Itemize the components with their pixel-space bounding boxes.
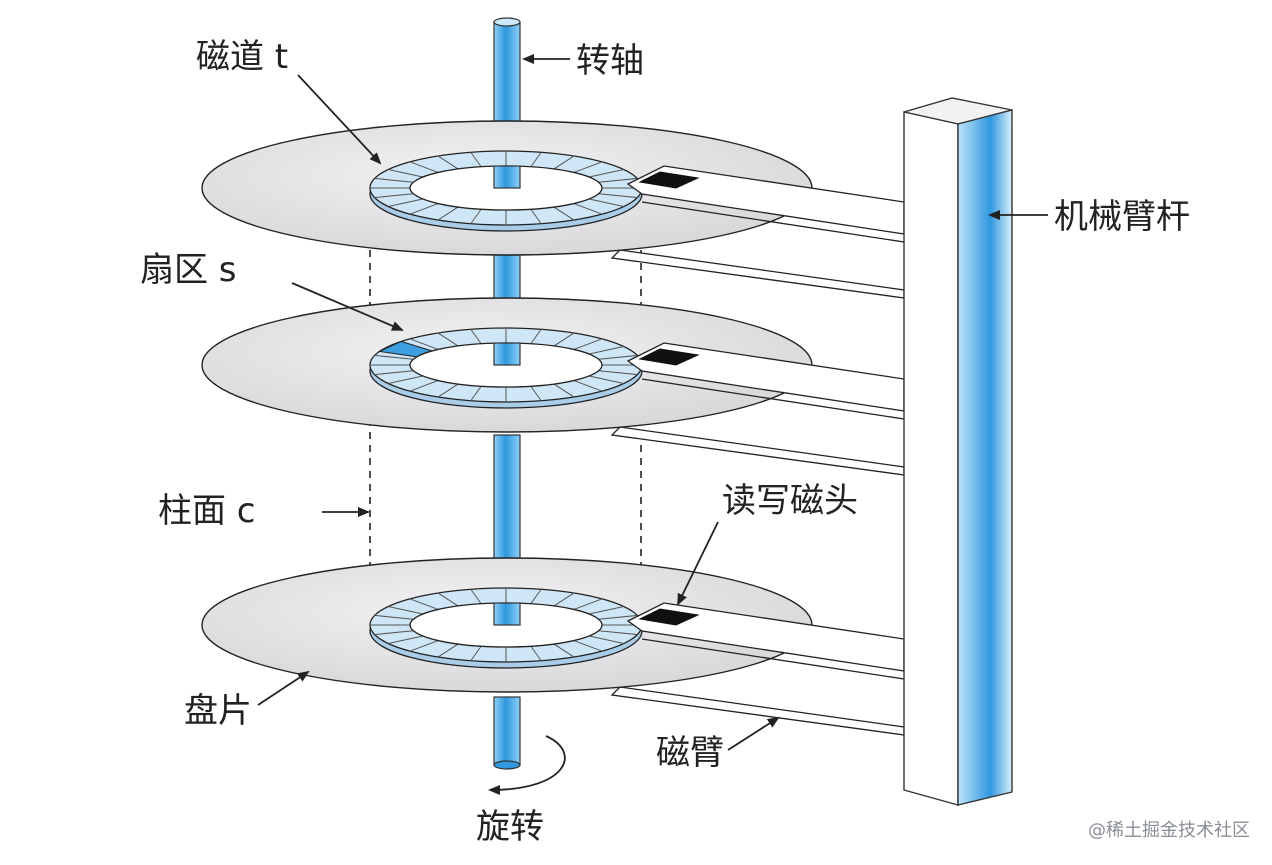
sector-divider [374, 630, 414, 636]
sector-divider [553, 643, 575, 658]
sector-divider [530, 151, 542, 168]
sector-divider [388, 169, 423, 178]
sector-divider [553, 155, 575, 170]
rw-head-label: 读写磁头 [722, 481, 858, 521]
sector-divider [553, 592, 575, 607]
sector-divider [409, 161, 439, 173]
rw-head [638, 348, 700, 366]
sector-divider [573, 380, 603, 392]
arm-assembly-label: 机械臂杆 [1054, 197, 1190, 237]
sector-divider [589, 198, 624, 207]
sector-divider [598, 193, 638, 199]
sector-divider [409, 380, 439, 392]
sector-divider [598, 370, 638, 376]
sector-divider [553, 332, 575, 347]
sector-divider [530, 328, 542, 345]
sector-divider [598, 614, 638, 620]
sector-divider [573, 203, 603, 215]
arm-edge [641, 638, 905, 680]
cylinder-outline [369, 185, 642, 625]
sector-divider [530, 208, 542, 225]
rw-head [638, 608, 700, 626]
track-label: 磁道 t [196, 37, 288, 77]
sector-divider [374, 177, 414, 183]
sector-divider [589, 635, 624, 644]
sector-divider [409, 598, 439, 610]
sector-divider [437, 332, 459, 347]
sector-divider [573, 598, 603, 610]
sector-divider [374, 354, 414, 360]
sector-divider [598, 630, 638, 636]
lower-arm [610, 249, 905, 299]
sector-divider [553, 206, 575, 221]
spindle-segment [493, 342, 521, 366]
sector-divider [470, 385, 482, 402]
sector-divider [589, 346, 624, 355]
rw-head [638, 171, 700, 189]
spindle-label: 转轴 [576, 41, 644, 81]
sector-divider [437, 383, 459, 398]
arm-edge [641, 378, 905, 420]
platter-group [201, 120, 905, 299]
sector-divider [388, 198, 423, 207]
sector-divider [573, 161, 603, 173]
sector-divider [573, 338, 603, 350]
sector-label: 扇区 s [140, 250, 237, 290]
platter-group [201, 297, 905, 476]
lower-arm [610, 686, 905, 736]
arm-edge [641, 201, 905, 243]
sector-divider [470, 645, 482, 662]
sector-divider [470, 208, 482, 225]
sector-divider [573, 640, 603, 652]
sector-divider [589, 606, 624, 615]
sector-divider [598, 354, 638, 360]
sector-divider [409, 640, 439, 652]
arm-post [903, 97, 1013, 806]
sector-divider [589, 375, 624, 384]
sector-divider [530, 385, 542, 402]
sector-divider [409, 203, 439, 215]
sector-divider [553, 383, 575, 398]
arm-label: 磁臂 [656, 733, 724, 773]
watermark: @稀土掘金技术社区 [1088, 820, 1250, 841]
spindle-segment [493, 602, 521, 626]
platter-label: 盘片 [184, 691, 252, 731]
leader-lines [257, 54, 1048, 795]
sector-divider [470, 588, 482, 605]
platters [201, 120, 905, 736]
sector-divider [409, 338, 439, 350]
platter-group [201, 557, 905, 736]
sector-divider [589, 169, 624, 178]
sector-divider [530, 645, 542, 662]
sector-divider [437, 592, 459, 607]
sector-divider [374, 614, 414, 620]
sector-divider [598, 177, 638, 183]
cylinder-label: 柱面 c [158, 491, 256, 531]
sector-divider [388, 606, 423, 615]
rotation-label: 旋转 [476, 807, 544, 847]
sector-divider [437, 155, 459, 170]
spindle-segment [493, 165, 521, 189]
sector-divider [470, 328, 482, 345]
sector-divider [374, 370, 414, 376]
sector-divider [374, 193, 414, 199]
sector-divider [388, 375, 423, 384]
sector-divider [530, 588, 542, 605]
labels: 磁道 t 转轴 机械臂杆 扇区 s 柱面 c 读写磁头 盘片 磁臂 旋转 [140, 37, 1190, 847]
sector-divider [437, 643, 459, 658]
lower-arm [610, 426, 905, 476]
sector-divider [388, 635, 423, 644]
sector-divider [470, 151, 482, 168]
sector-divider [437, 206, 459, 221]
